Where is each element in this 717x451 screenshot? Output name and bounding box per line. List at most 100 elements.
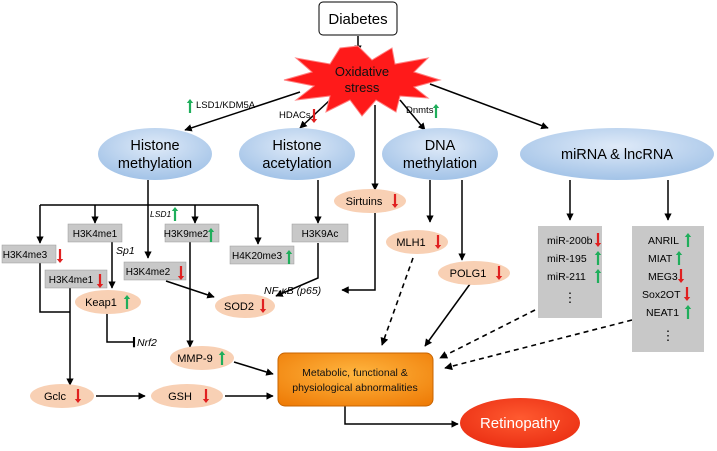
h3k4me1-top-label: H3K4me1 — [73, 229, 118, 240]
mirna-panel: miR-200b miR-195 miR-211 ⋮ — [538, 226, 602, 318]
keap1-node: Keap1 — [75, 290, 141, 314]
h4k20me3-label: H4K20me3 — [232, 251, 282, 262]
dna-methylation-label-1: DNA — [425, 138, 456, 154]
retinopathy-label: Retinopathy — [480, 415, 561, 432]
sirtuins-label: Sirtuins — [346, 196, 383, 208]
hdacs-label: HDACs — [279, 110, 311, 121]
mirna-2-up-arrow-icon — [594, 251, 602, 265]
dna-methylation-node: DNA methylation — [382, 128, 498, 180]
arrow-oxidative-dna-methylation — [399, 99, 426, 131]
gclc-label: Gclc — [44, 391, 67, 403]
dnmts-label: Dnmts — [406, 105, 434, 116]
keap1-label: Keap1 — [85, 297, 117, 309]
h3k4me2-down-arrow-icon — [177, 266, 185, 280]
mlh1-down-arrow-icon — [434, 235, 442, 249]
histone-acetylation-label-2: acetylation — [262, 156, 331, 172]
mmp9-label: MMP-9 — [177, 353, 212, 365]
gclc-down-arrow-icon — [74, 389, 82, 403]
nrf2-label: Nrf2 — [137, 337, 157, 349]
hdacs-down-arrow-icon — [310, 109, 318, 123]
sirtuins-down-arrow-icon — [391, 194, 399, 208]
sp1-label: Sp1 — [116, 245, 135, 257]
mirna-lncrna-label: miRNA & lncRNA — [561, 147, 673, 163]
polg1-label: POLG1 — [450, 268, 487, 280]
h3k4me1-bottom-label: H3K4me1 — [49, 275, 94, 286]
diabetes-node: Diabetes — [318, 1, 398, 36]
oxidative-burst — [283, 45, 442, 117]
lncrna-item-2: MIAT — [648, 253, 673, 265]
arrow-oxidative-mirna — [429, 83, 549, 130]
connectors — [36, 36, 672, 428]
dashed-connectors — [380, 257, 633, 371]
lncrna-item-1: ANRIL — [648, 235, 679, 247]
sod2-node: SOD2 — [215, 294, 275, 318]
gclc-node: Gclc — [30, 384, 94, 408]
gsh-label: GSH — [168, 391, 192, 403]
lncrna-5-up-arrow-icon — [684, 305, 692, 319]
h3k4me3-label: H3K4me3 — [3, 250, 48, 261]
histone-acetylation-node: Histone acetylation — [239, 128, 355, 180]
polg1-node: POLG1 — [438, 261, 510, 285]
h3k9me2-box: H3K9me2 — [164, 223, 220, 243]
mirna-1-down-arrow-icon — [594, 233, 602, 247]
regulation-indicators — [56, 99, 692, 403]
lsd1-kdm5a-label: LSD1/KDM5A — [196, 100, 256, 111]
mirna-dots: ⋮ — [564, 290, 577, 305]
oxidative-label-1: Oxidative — [335, 64, 389, 79]
lncrna-item-5: NEAT1 — [646, 307, 679, 319]
oxidative-stress-node: Oxidative stress — [283, 45, 442, 117]
h3k4me2-box: H3K4me2 — [123, 261, 187, 281]
keap1-up-arrow-icon — [123, 295, 131, 309]
dnmts-up-arrow-icon — [432, 104, 440, 118]
lncrna-item-3: MEG3 — [648, 271, 678, 283]
lsd1_kdm5a-up-arrow-icon — [186, 99, 194, 113]
lncrna-2-up-arrow-icon — [675, 251, 683, 265]
mmp9-up-arrow-icon — [218, 351, 226, 365]
h3k4me1-bottom-down-arrow-icon — [96, 274, 104, 288]
histone-acetylation-label-1: Histone — [272, 138, 321, 154]
sirtuins-node: Sirtuins — [334, 189, 406, 213]
diabetes-label: Diabetes — [328, 11, 387, 28]
mirna-item-1: miR-200b — [547, 235, 593, 247]
histone-methylation-label-2: methylation — [118, 156, 192, 172]
h3k9ac-label: H3K9Ac — [302, 229, 339, 240]
retinopathy-node: Retinopathy — [460, 398, 580, 448]
histone-methylation-label-1: Histone — [130, 138, 179, 154]
lncrna-panel: ANRIL MIAT MEG3 Sox2OT NEAT1 ⋮ — [632, 226, 704, 352]
h4k20me3-up-arrow-icon — [285, 250, 293, 264]
h3k4me1-top-box: H3K4me1 — [67, 223, 123, 243]
h3k4me2-label: H3K4me2 — [126, 267, 171, 278]
mlh1-label: MLH1 — [396, 237, 425, 249]
mlh1-node: MLH1 — [386, 230, 448, 254]
abnormalities-label-1: Metabolic, functional & — [302, 367, 408, 379]
h3k9me2-label: H3K9me2 — [164, 229, 209, 240]
h3k4me1-bottom-box: H3K4me1 — [44, 269, 108, 289]
h3k9ac-box: H3K9Ac — [291, 223, 349, 243]
arrow-oxidative-histone-methylation — [184, 91, 301, 132]
mirna-item-3: miR-211 — [547, 271, 586, 283]
mirna-lncrna-node: miRNA & lncRNA — [520, 128, 714, 180]
lsd1-label: LSD1 — [150, 209, 172, 219]
abnormalities-node: Metabolic, functional & physiological ab… — [277, 352, 434, 407]
lncrna-3-down-arrow-icon — [677, 269, 685, 283]
h4k20me3-box: H4K20me3 — [229, 245, 295, 265]
gsh-node: GSH — [151, 384, 223, 408]
h3k4me3-box: H3K4me3 — [1, 244, 57, 264]
dna-methylation-label-2: methylation — [403, 156, 477, 172]
h3k4me3-down-arrow-icon — [56, 249, 64, 263]
lncrna-dots: ⋮ — [662, 328, 675, 343]
polg1-down-arrow-icon — [495, 266, 503, 280]
lncrna-1-up-arrow-icon — [684, 233, 692, 247]
sod2-label: SOD2 — [224, 301, 254, 313]
lncrna-item-4: Sox2OT — [642, 289, 681, 301]
sod2-down-arrow-icon — [259, 299, 267, 313]
mirna-item-2: miR-195 — [547, 253, 587, 265]
h3k9me2-up-arrow-icon — [207, 228, 215, 242]
abnormalities-label-2: physiological abnormalities — [292, 382, 417, 394]
histone-methylation-node: Histone methylation — [98, 128, 212, 180]
oxidative-label-2: stress — [345, 80, 380, 95]
mirna-3-up-arrow-icon — [594, 269, 602, 283]
nfkb-label: NF-κB (p65) — [264, 285, 321, 297]
